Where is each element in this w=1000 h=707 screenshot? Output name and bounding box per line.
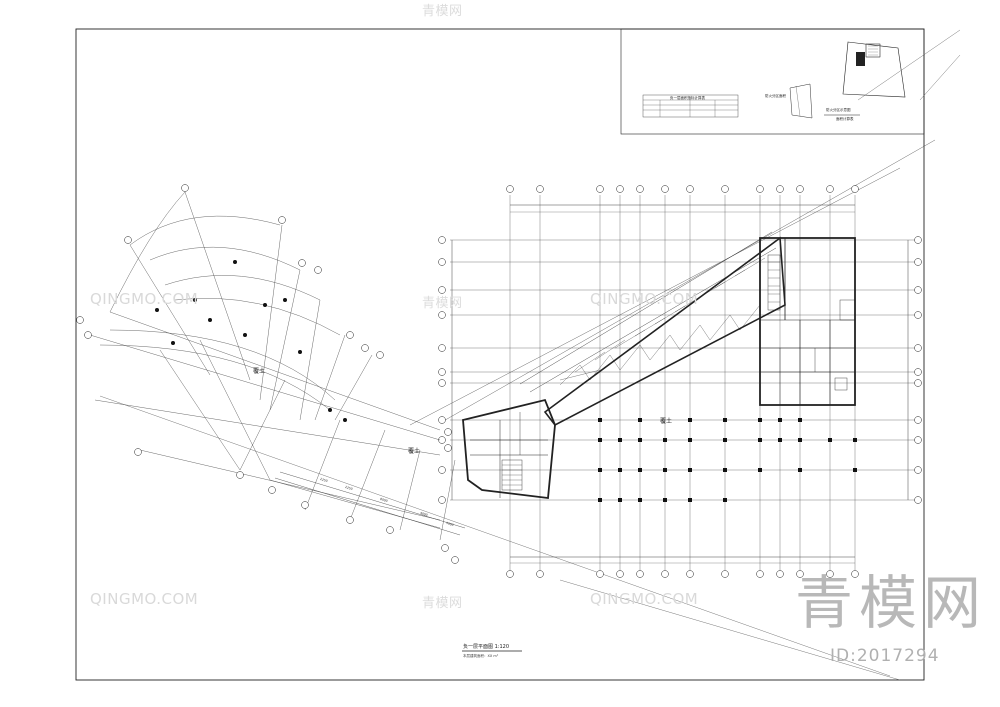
- inset-note: 防火分区面积: [765, 94, 786, 98]
- watermark: QINGMO.COM: [90, 590, 199, 608]
- structural-columns: [598, 418, 857, 502]
- plan-scale: 1:120: [494, 644, 510, 650]
- diag-dimension: [274, 471, 466, 536]
- plan-title-text: 负一层平面图: [463, 644, 494, 650]
- inset-zone-diagram: [824, 41, 906, 116]
- watermark: 青模网: [422, 296, 463, 311]
- curved-grid: [89, 191, 456, 541]
- rect-grid: [450, 195, 915, 570]
- axis-bubbles-right: [914, 236, 922, 504]
- right-core-block: [759, 237, 856, 406]
- watermark: QINGMO.COM: [590, 590, 699, 608]
- fill-label-left: 覆土: [253, 368, 266, 375]
- guide-line: [559, 579, 901, 681]
- axis-bubbles-left: [438, 236, 446, 504]
- watermark: QINGMO.COM: [90, 290, 199, 308]
- guide-line: [439, 139, 936, 424]
- watermark: 青模网: [422, 4, 463, 19]
- image-id-tag: ID:2017294: [830, 646, 940, 666]
- inset-fire-zone-sketch: [789, 83, 813, 119]
- plan-subtitle: 本层建筑面积：XX m²: [463, 654, 499, 658]
- axis-bubbles-top: [506, 185, 859, 193]
- axis-bubbles-bottom: [506, 570, 859, 578]
- guide-line: [919, 54, 961, 101]
- left-core-block: [462, 398, 556, 500]
- guide-line: [99, 395, 891, 677]
- fill-label-right: 覆土: [660, 418, 673, 425]
- inset-area-table: [642, 94, 739, 118]
- inset-panel: [620, 28, 925, 135]
- inset-detail-sub: 面积计算表: [836, 117, 854, 121]
- guide-line: [409, 167, 901, 426]
- brand-watermark: 青模网: [795, 569, 988, 637]
- watermark: QINGMO.COM: [590, 290, 699, 308]
- watermark: 青模网: [422, 596, 463, 611]
- sheet-border: [75, 28, 925, 681]
- plan-title-underline: [462, 650, 522, 652]
- fill-label-middle: 覆土: [408, 448, 421, 455]
- guide-line: [857, 29, 961, 101]
- plan-title: 负一层平面图 1:120: [463, 643, 509, 650]
- inset-detail-caption: 防火分区示意图: [826, 108, 851, 112]
- inset-table-title: 负一层面积指标计算表: [670, 96, 705, 100]
- curved-grid-bubbles: [76, 184, 459, 564]
- curved-grid-nodes: [155, 260, 347, 422]
- diagonal-corridor: [519, 231, 786, 427]
